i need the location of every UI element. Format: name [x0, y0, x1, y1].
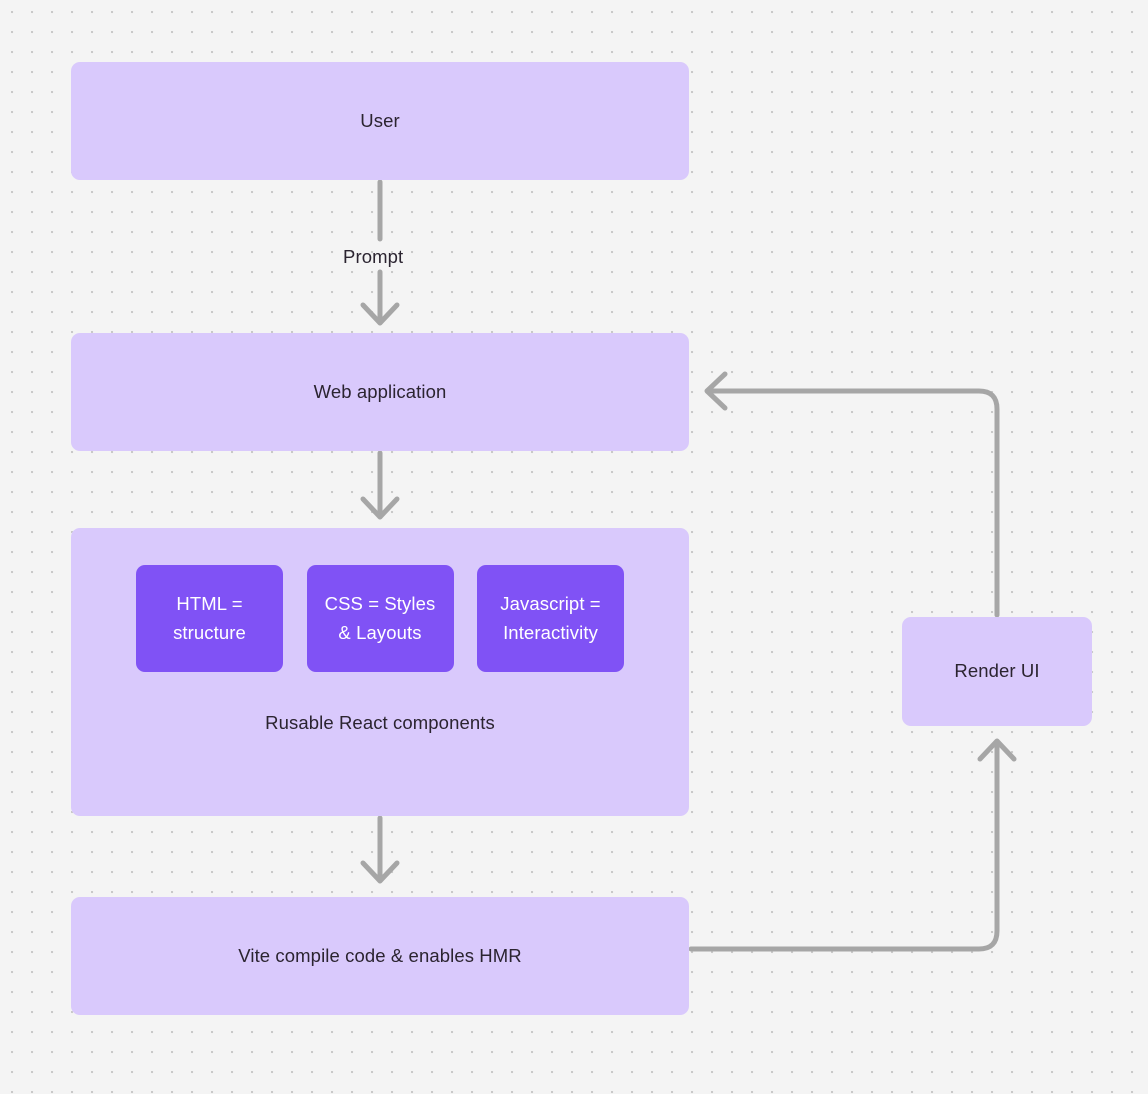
node-css-label: CSS = Styles & Layouts — [324, 592, 436, 643]
node-render-ui[interactable]: Render UI — [902, 617, 1092, 726]
node-vite[interactable]: Vite compile code & enables HMR — [71, 897, 689, 1015]
edge-render-to-webapp — [704, 371, 1000, 618]
edge-label-prompt: Prompt — [343, 246, 404, 267]
node-user[interactable]: User — [71, 62, 689, 180]
edge-webapp-to-components — [360, 450, 400, 520]
node-javascript-label: Javascript = Interactivity — [500, 592, 601, 643]
node-render-ui-label: Render UI — [954, 660, 1040, 682]
node-css[interactable]: CSS = Styles & Layouts — [306, 565, 454, 672]
edge-components-to-vite — [360, 815, 400, 884]
node-react-components-label: Rusable React components — [265, 712, 495, 733]
node-html-label: HTML = structure — [173, 592, 246, 643]
node-html[interactable]: HTML = structure — [136, 565, 283, 672]
inner-node-row: HTML = structure CSS = Styles & Layouts … — [136, 565, 624, 672]
node-javascript[interactable]: Javascript = Interactivity — [477, 565, 624, 672]
node-user-label: User — [360, 109, 400, 131]
edge-vite-to-render — [688, 738, 1017, 952]
node-vite-label: Vite compile code & enables HMR — [238, 944, 522, 966]
node-web-application-label: Web application — [313, 380, 447, 402]
node-web-application[interactable]: Web application — [71, 333, 689, 451]
